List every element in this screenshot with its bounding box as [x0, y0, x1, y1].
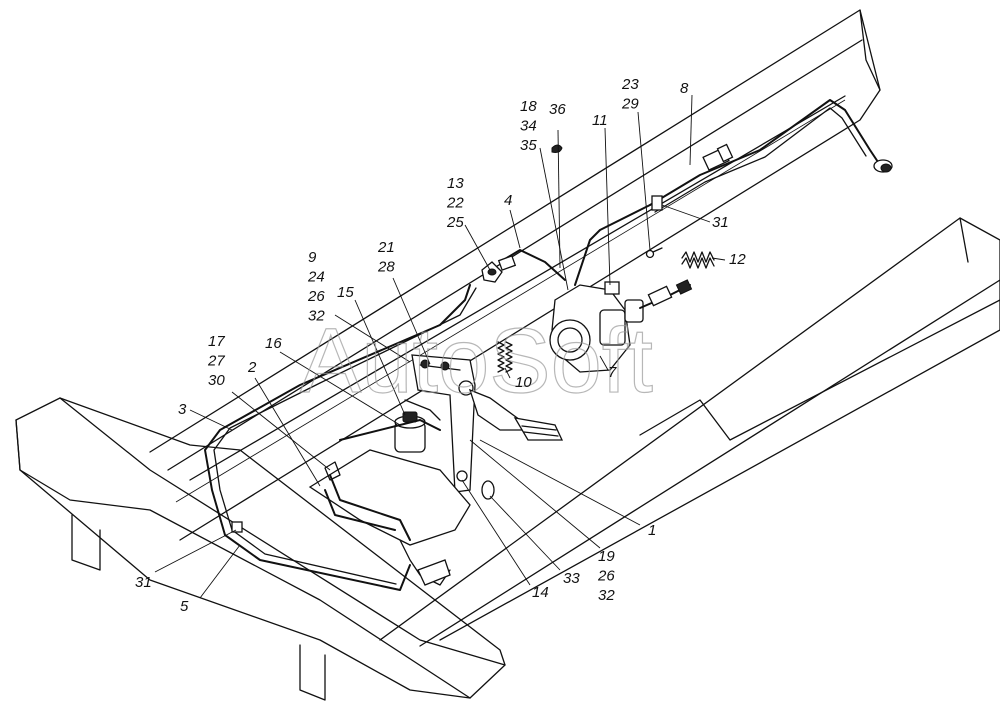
callout-c5-line-0: 5	[180, 598, 189, 615]
callout-c18-line-0: 18	[520, 98, 537, 115]
callout-c18-line-2: 35	[520, 137, 537, 154]
callout-c9-line-3: 32	[308, 308, 325, 325]
callout-c17-line-2: 30	[208, 372, 225, 389]
bolt	[645, 247, 663, 259]
o-ring	[481, 480, 495, 500]
callout-c31a-line-0: 31	[712, 214, 729, 231]
pedal-bracket	[411, 354, 476, 493]
callout-c36-line-0: 36	[549, 101, 566, 118]
callout-labels: 3618343523298111322254311221289242632151…	[135, 76, 746, 615]
callout-c4-line-0: 4	[504, 192, 512, 209]
callout-c3-line-0: 3	[178, 401, 187, 418]
callout-c23-line-0: 23	[621, 76, 639, 93]
pipe-fitting	[481, 255, 517, 283]
callout-c21-line-1: 28	[377, 259, 395, 276]
lower-clamp	[231, 521, 243, 533]
front-cross-member	[15, 397, 506, 701]
frame-side-member-right	[379, 217, 1000, 647]
callout-c19-line-2: 32	[598, 587, 615, 604]
callout-c31b-line-0: 31	[135, 574, 152, 591]
callout-c13-line-1: 22	[446, 195, 464, 212]
pipeline-upper	[499, 99, 881, 286]
clutch-pedal	[468, 388, 564, 441]
bracket-clamp	[651, 195, 663, 211]
callout-c9-line-1: 24	[307, 269, 325, 286]
callout-c19-line-1: 26	[597, 568, 615, 585]
callout-c2-line-0: 2	[247, 359, 257, 376]
leader-lines	[154, 94, 726, 599]
callout-c23-line-1: 29	[621, 96, 639, 113]
callout-c12-line-0: 12	[729, 251, 746, 268]
callout-c21-line-0: 21	[377, 239, 395, 256]
callout-c17-line-0: 17	[208, 333, 225, 350]
mounting-plate	[308, 419, 471, 586]
pipeline-loop	[204, 284, 477, 591]
callout-c15-line-0: 15	[337, 284, 354, 301]
callout-c9-line-2: 26	[307, 288, 325, 305]
watermark-text: AutoSoft	[300, 310, 653, 412]
pedal-spring	[497, 341, 513, 373]
callout-c1-line-0: 1	[648, 522, 656, 539]
callout-c7-line-0: 7	[608, 364, 617, 381]
callout-c13-line-0: 13	[447, 175, 464, 192]
callout-c14-line-0: 14	[532, 584, 549, 601]
callout-c16-line-0: 16	[265, 335, 282, 352]
callout-c9-line-0: 9	[308, 249, 317, 266]
callout-c8-line-0: 8	[680, 80, 689, 97]
callout-c10-line-0: 10	[515, 374, 532, 391]
hose-end-fitting	[873, 159, 893, 173]
callout-c33-line-0: 33	[563, 570, 580, 587]
hose-coupling	[702, 143, 734, 171]
callout-c17-line-1: 27	[207, 353, 225, 370]
frame-side-member-upper	[149, 9, 881, 541]
return-spring	[681, 251, 715, 269]
callout-c11-line-0: 11	[592, 112, 608, 129]
callout-c19-line-0: 19	[598, 548, 615, 565]
callout-c18-line-1: 34	[520, 118, 537, 135]
callout-c13-line-2: 25	[446, 214, 464, 231]
clutch-booster-assembly	[549, 279, 693, 373]
retaining-clip	[551, 144, 563, 153]
